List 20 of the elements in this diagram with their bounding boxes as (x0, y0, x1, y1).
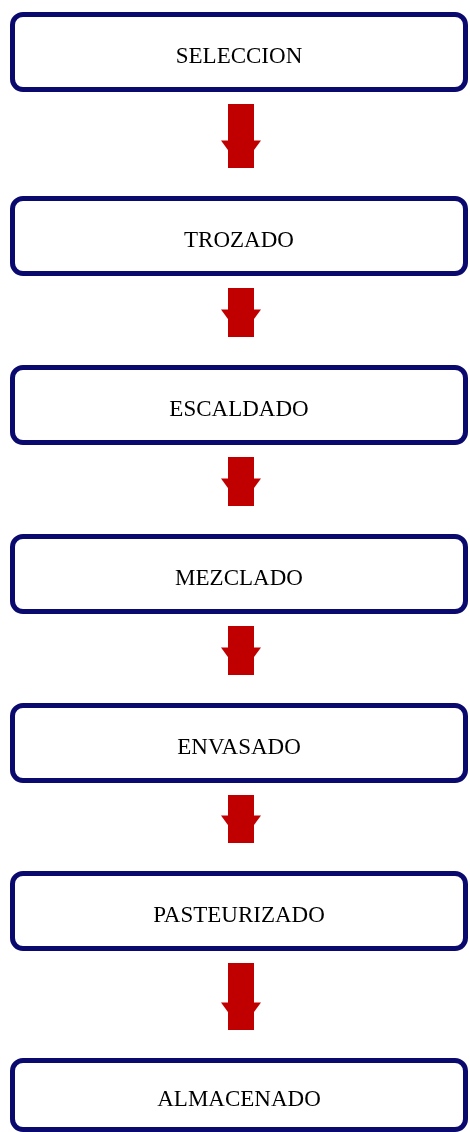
arrow (221, 288, 261, 337)
step-label: TROZADO (184, 226, 294, 253)
step-label: MEZCLADO (175, 564, 303, 591)
step-label: SELECCION (175, 42, 303, 69)
step-label: ENVASADO (177, 733, 301, 760)
arrow (221, 795, 261, 843)
process-box (10, 1058, 468, 1132)
process-box (10, 12, 468, 92)
process-box (10, 196, 468, 276)
step-label: PASTEURIZADO (153, 901, 325, 928)
arrow (221, 457, 261, 506)
process-box (10, 703, 468, 783)
step-label: ALMACENADO (157, 1085, 321, 1112)
arrow (221, 626, 261, 675)
process-box (10, 871, 468, 951)
process-box (10, 365, 468, 445)
arrow (221, 104, 261, 168)
process-box (10, 534, 468, 614)
arrow (221, 963, 261, 1030)
step-label: ESCALDADO (169, 395, 309, 422)
